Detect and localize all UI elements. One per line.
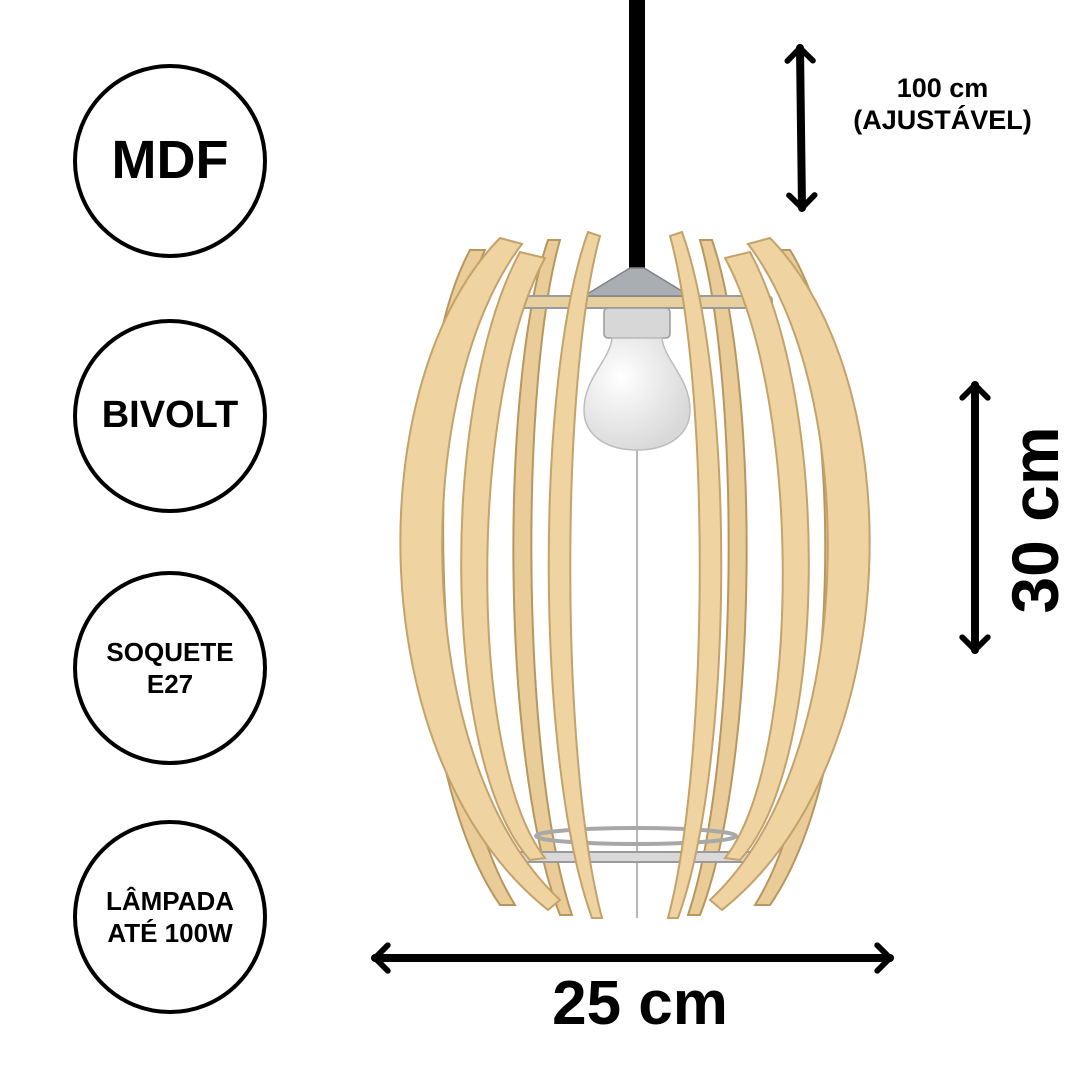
- light-bulb: [583, 337, 691, 451]
- top-ring: [499, 295, 773, 309]
- cord-length-value: 100 cm: [896, 73, 989, 103]
- badge-bulb-line1: LÂMPADA: [105, 885, 235, 916]
- cord-length-label: 100 cm (AJUSTÁVEL): [835, 72, 1050, 137]
- badge-socket-line2: E27: [146, 669, 194, 699]
- bottom-ring-inner: [534, 826, 738, 846]
- width-label: 25 cm: [552, 969, 728, 1038]
- badge-voltage-text: BIVOLT: [101, 394, 239, 437]
- badge-voltage: BIVOLT: [73, 319, 267, 513]
- slat: [512, 239, 574, 916]
- badge-socket-line1: SOQUETE: [106, 636, 234, 667]
- badge-socket: SOQUETE E27: [73, 571, 267, 765]
- height-label: 30 cm: [998, 426, 1072, 614]
- slat: [723, 250, 810, 862]
- lamp-front-slats: [399, 230, 871, 919]
- badge-material-text: MDF: [111, 130, 229, 191]
- slat: [686, 239, 748, 916]
- badge-bulb-line2: ATÉ 100W: [107, 918, 233, 948]
- badge-bulb: LÂMPADA ATÉ 100W: [73, 820, 267, 1014]
- slat: [666, 230, 723, 919]
- slat: [399, 236, 562, 912]
- cord-length-arrow: [784, 44, 818, 212]
- power-cord: [629, 0, 645, 280]
- cord-length-note: (AJUSTÁVEL): [853, 105, 1032, 136]
- socket-body: [603, 307, 671, 339]
- slat: [708, 236, 871, 912]
- slat: [547, 230, 604, 919]
- badge-material: MDF: [73, 64, 267, 258]
- socket-cap: [581, 267, 693, 297]
- slat: [460, 250, 547, 862]
